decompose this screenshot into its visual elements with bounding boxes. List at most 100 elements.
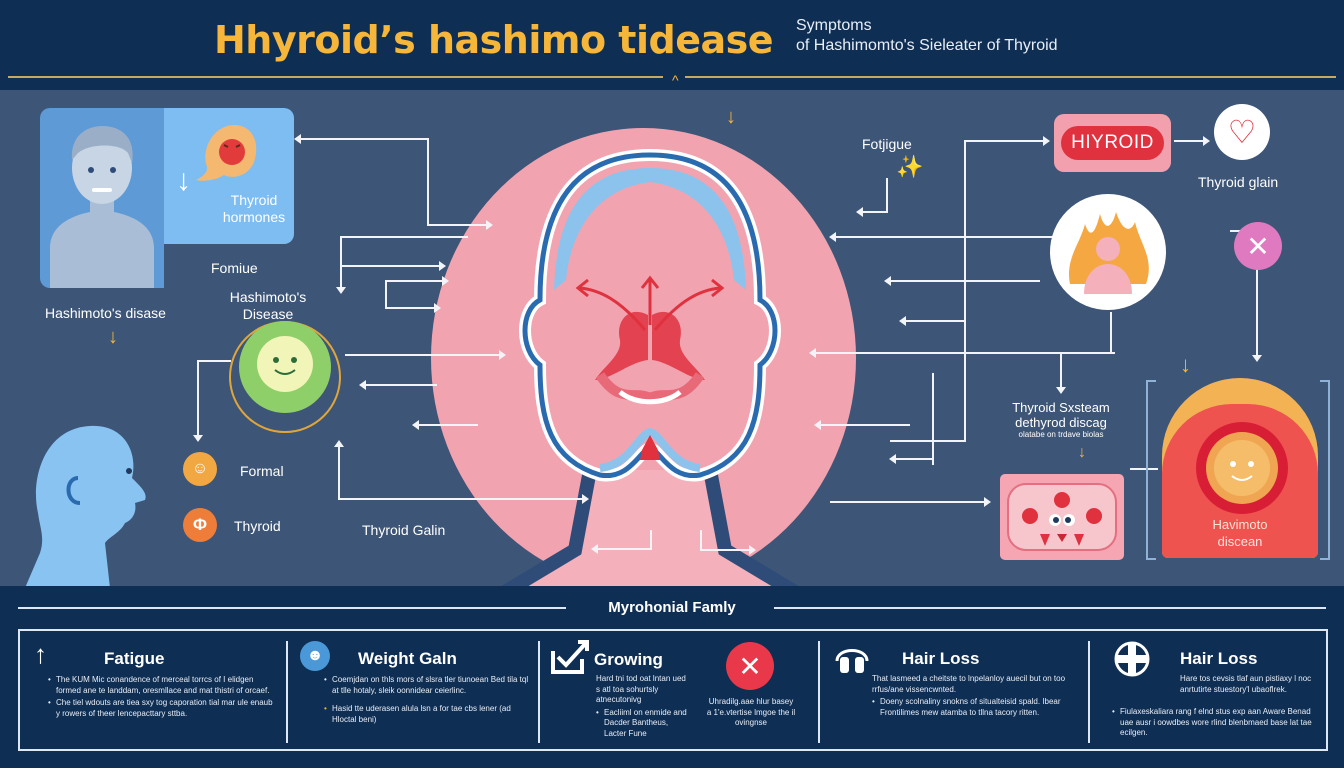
heart-icon: ♡ xyxy=(1214,104,1270,160)
card-intro: Hare tos cevsis tlaf aun pistiaxy l noc … xyxy=(1180,674,1312,694)
inflamed-gland-icon: Havimoto discean xyxy=(1162,378,1318,558)
connector-arrow xyxy=(830,497,991,507)
thyroid-head-diagram-icon xyxy=(501,148,799,586)
card-title: Weight Galn xyxy=(358,649,457,668)
bottom-divider-right xyxy=(774,607,1326,609)
connector-arrow xyxy=(814,420,910,430)
connector-arrow xyxy=(809,348,1115,358)
connector-line xyxy=(1110,312,1112,354)
head-profile-icon xyxy=(25,425,146,586)
thyroid-tissue-icon xyxy=(1000,474,1124,560)
green-thyroid-cell-icon xyxy=(229,321,341,433)
connector-arrow xyxy=(334,440,344,500)
connector-arrow xyxy=(889,454,933,464)
connector-arrow xyxy=(884,276,1040,286)
connector-arrow xyxy=(412,420,478,430)
connector-line xyxy=(886,178,888,212)
user-icon: ☻ xyxy=(300,641,330,671)
connector-line xyxy=(1130,468,1158,470)
headphones-icon xyxy=(835,649,869,673)
card-divider xyxy=(538,641,540,743)
header: Hhyroid’s hashimo tidease Symptoms of Ha… xyxy=(0,0,1344,90)
card-title: Hair Loss xyxy=(1180,649,1258,668)
connector-line xyxy=(932,373,934,465)
sparkle-icon: ✨ xyxy=(896,154,924,179)
symptom-card-hair-loss: Hair Loss That lasmeed a cheitste to lnp… xyxy=(820,631,1086,749)
connector-line xyxy=(385,280,387,308)
connector-line xyxy=(890,440,966,442)
connector-arrow xyxy=(856,207,888,217)
crosshair-plus-icon xyxy=(1114,641,1150,677)
thyroid-gain-label: Thyroid Galin xyxy=(362,522,446,538)
gold-arrow-down-icon: ↓ xyxy=(726,106,736,128)
thyroid-glain-label: Thyroid glain xyxy=(1198,174,1279,190)
arrow-up-icon: ↑ xyxy=(34,639,47,669)
card-body: The KUM Mic conandence of merceal torrcs… xyxy=(48,675,278,721)
connector-arrow xyxy=(385,303,441,313)
subtitle-line-2: of Hashimomto's Sieleater of Thyroid xyxy=(796,37,1058,54)
symptoms-panel: Myrohonial Famly ↑ Fatigue The KUM Mic c… xyxy=(0,586,1344,768)
card-title: Growing xyxy=(594,650,663,669)
bottom-divider-left xyxy=(18,607,566,609)
hashimoto-center-label: Hashimoto's Disease xyxy=(229,289,307,322)
symptom-card-weight-gain: ☻ Weight Galn Coemjdan on thls mors of s… xyxy=(288,631,536,749)
header-divider-right xyxy=(685,76,1336,78)
card-body: Coemjdan on thls mors of slsra tler tiun… xyxy=(324,675,529,727)
connector-arrow xyxy=(359,380,437,390)
connector-arrow xyxy=(1174,136,1210,146)
stethoscope-icon: Φ xyxy=(183,508,217,542)
card-divider xyxy=(818,641,820,743)
page-subtitle: Symptoms of Hashimomto's Sieleater of Th… xyxy=(796,16,1058,56)
thyroid-hormones-label: Thyroid hormones xyxy=(222,192,286,225)
caret-up-icon: ^ xyxy=(672,72,679,88)
connector-arrow xyxy=(964,136,1050,146)
connector-arrow xyxy=(336,236,346,294)
close-icon: ✕ xyxy=(1234,222,1282,270)
gold-arrow-down-icon: ↓ xyxy=(1180,352,1191,377)
thyroid-hormones-card: ↓ Thyroid hormones xyxy=(164,108,294,244)
section-title: Myrohonial Famly xyxy=(608,599,736,616)
card-divider xyxy=(286,641,288,743)
connector-arrow xyxy=(345,350,506,360)
subtitle-line-1: Symptoms xyxy=(796,17,872,34)
thyroid-label: Thyroid xyxy=(234,518,281,534)
bracket-left xyxy=(1146,380,1156,560)
symptom-card-growing: Growing Hard tni tod oat lntan ued s atl… xyxy=(540,631,816,749)
page-title: Hhyroid’s hashimo tidease xyxy=(214,18,774,62)
connector-line xyxy=(650,530,652,550)
person-portrait-icon xyxy=(50,126,154,288)
connector-line xyxy=(340,236,468,238)
havimoto-disease-label: Havimoto discean xyxy=(1212,517,1268,549)
connector-arrow xyxy=(899,316,965,326)
bracket-right xyxy=(1320,380,1330,560)
thyroid-system-label: Thyroid Sxsteam dethyrod discag olatabe … xyxy=(1012,400,1110,439)
smiling-hormone-icon xyxy=(196,125,257,181)
diagram-area: ↓ ↓ Thyroid hormones Fomiue Hashimoto's … xyxy=(0,90,1344,586)
connector-line xyxy=(964,140,966,440)
card-title: Hair Loss xyxy=(902,649,980,668)
connector-line xyxy=(197,360,231,362)
fomiue-label: Fomiue xyxy=(211,260,258,276)
fatigue-label: Fotjigue xyxy=(862,136,912,152)
connector-arrow xyxy=(1056,352,1066,394)
connector-line xyxy=(427,138,429,226)
flame-person-icon xyxy=(1050,194,1166,310)
card-side-text: Uhradilg.aae hlur basey a 1'e.vtertise l… xyxy=(706,697,796,727)
card-body: Fiulaxeskaliara rang f elnd stus exp aan… xyxy=(1112,707,1322,741)
symptom-card-hair-loss-2: Hair Loss Hare tos cevsis tlaf aun pisti… xyxy=(1090,631,1326,749)
card-divider xyxy=(1088,641,1090,743)
card-body: That lasmeed a cheitste to lnpelanloy au… xyxy=(872,674,1072,720)
connector-arrow xyxy=(193,360,203,442)
symptom-cards: ↑ Fatigue The KUM Mic conandence of merc… xyxy=(18,629,1328,751)
formal-label: Formal xyxy=(240,463,284,479)
card-title: Fatigue xyxy=(104,649,165,668)
gold-arrow-down-icon: ↓ xyxy=(108,326,118,348)
close-circle-icon: ✕ xyxy=(726,642,774,690)
connector-arrow xyxy=(700,545,756,555)
chart-check-icon xyxy=(551,640,589,674)
symptom-card-fatigue: ↑ Fatigue The KUM Mic conandence of merc… xyxy=(20,631,284,749)
header-divider-left xyxy=(8,76,663,78)
arrow-down-icon: ↓ xyxy=(176,164,191,197)
connector-arrow xyxy=(591,544,652,554)
connector-arrow xyxy=(385,276,449,286)
